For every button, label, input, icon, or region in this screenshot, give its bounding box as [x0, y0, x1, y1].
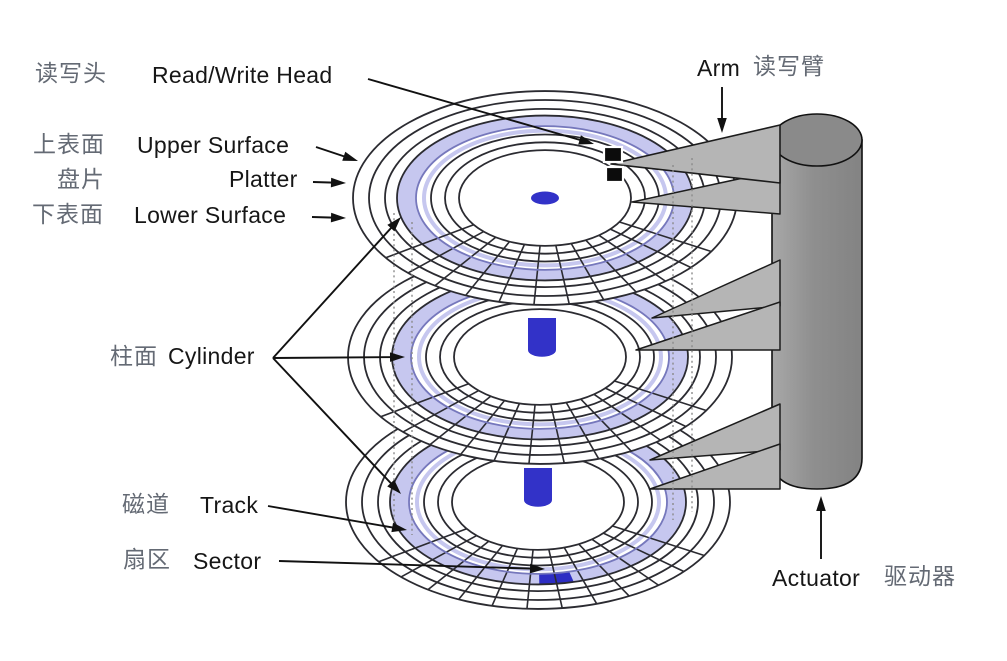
label-platter-en: Platter	[229, 166, 298, 192]
label-arm-en: Arm	[697, 55, 741, 81]
spindle-top	[531, 191, 559, 205]
cylinder-arrow-top	[272, 217, 401, 359]
arm-arrow	[717, 87, 727, 133]
label-read-write-head-en: Read/Write Head	[152, 62, 333, 88]
label-upper-surface-en: Upper Surface	[137, 132, 290, 158]
track-arrow	[267, 505, 407, 533]
read-write-head	[602, 145, 625, 184]
label-sector-en: Sector	[193, 548, 262, 574]
sector-arrow	[278, 560, 545, 574]
label-upper-surface-zh: 上表面	[33, 132, 105, 158]
label-lower-surface-en: Lower Surface	[134, 202, 287, 228]
arm-wedge-3	[635, 301, 781, 351]
arm-wedge-5	[649, 443, 781, 490]
platter-arrow	[312, 177, 346, 188]
platter-top	[352, 90, 738, 306]
read-write-head-arrow	[367, 78, 594, 145]
label-actuator-en: Actuator	[772, 565, 861, 591]
upper-surface-arrow	[315, 146, 358, 161]
label-lower-surface-zh: 下表面	[32, 202, 104, 228]
label-read-write-head-zh: 读写头	[35, 61, 107, 87]
read-write-arm	[610, 124, 781, 184]
cylinder-arrow-middle	[272, 352, 405, 362]
label-actuator-zh: 驱动器	[884, 564, 956, 590]
cylinder-arrow-bottom	[272, 357, 401, 494]
label-arm-zh: 读写臂	[753, 54, 825, 80]
label-cylinder-en: Cylinder	[168, 343, 255, 369]
sector-highlight	[539, 571, 574, 585]
arm-wedge-4	[649, 403, 781, 461]
leader-arrows	[267, 78, 826, 574]
actuator-top-face	[771, 113, 863, 167]
actuator-cylinder	[771, 113, 863, 490]
cylinder-guide-lines	[393, 158, 693, 535]
arm-wedge-1	[631, 169, 781, 215]
spindle-shaft	[524, 468, 552, 507]
lower-surface-arrow	[311, 212, 346, 223]
actuator-arrow	[816, 496, 826, 559]
arm-wedge-2	[651, 259, 781, 319]
label-track-en: Track	[200, 492, 259, 518]
label-track-zh: 磁道	[122, 492, 170, 518]
label-cylinder-zh: 柱面	[110, 344, 158, 370]
label-platter-zh: 盘片	[57, 167, 105, 193]
spindle-shaft	[528, 318, 556, 357]
label-sector-zh: 扇区	[123, 547, 171, 573]
